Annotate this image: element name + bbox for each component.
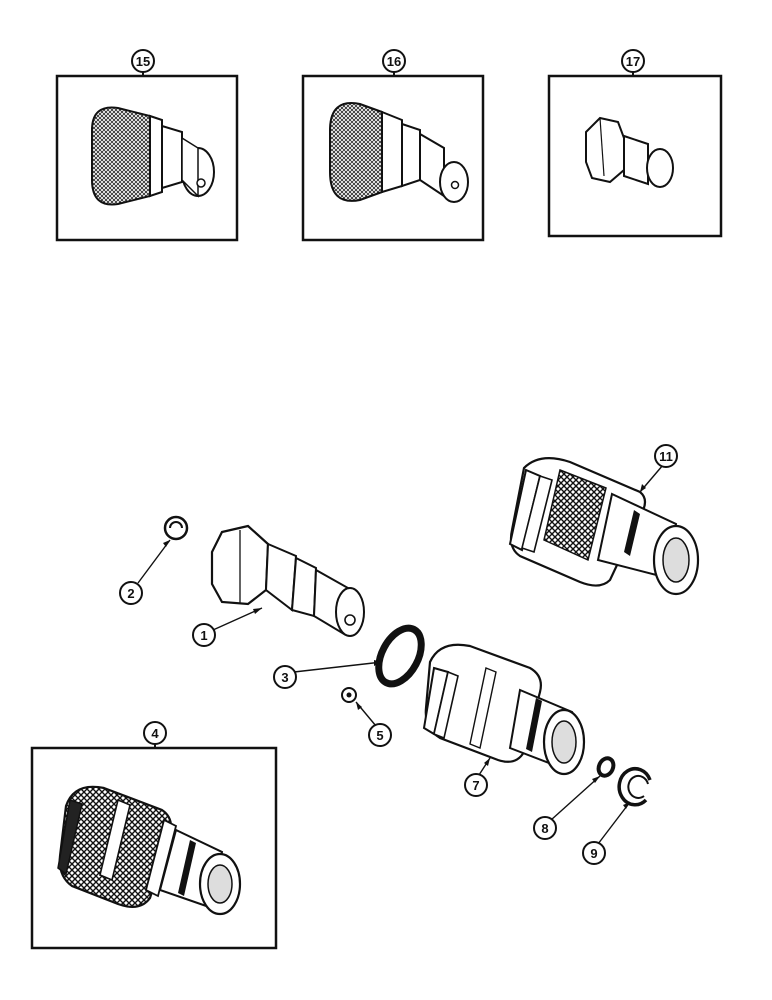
callout-5: 5 xyxy=(355,701,392,747)
callout-2-label: 2 xyxy=(127,586,134,601)
callout-11-label: 11 xyxy=(659,449,673,464)
callout-11: 11 xyxy=(639,444,678,493)
part-1-male-tip xyxy=(210,524,365,637)
callout-9: 9 xyxy=(582,801,631,865)
inset-4-coupler-illustration xyxy=(57,785,242,916)
part-7-o-ring xyxy=(375,624,425,688)
inset-16-label: 16 xyxy=(387,54,401,69)
callout-3-label: 7 xyxy=(472,778,479,793)
inset-4-label: 4 xyxy=(151,726,159,741)
part-5-small-ball xyxy=(341,687,357,703)
inset-15-label: 15 xyxy=(136,54,150,69)
callout-8: 8 xyxy=(533,775,601,840)
inset-15-coupler-illustration xyxy=(91,106,215,206)
callout-8-label: 8 xyxy=(541,821,548,836)
part-9-retaining-ring xyxy=(617,767,652,807)
callout-7-label: 3 xyxy=(281,670,288,685)
callout-2: 2 xyxy=(119,539,171,605)
callout-1: 1 xyxy=(192,607,263,647)
part-8-washer xyxy=(596,756,616,778)
inset-17: 17 xyxy=(547,49,723,238)
inset-17-label: 17 xyxy=(626,54,640,69)
part-11-female-coupler xyxy=(508,457,700,596)
part-2-ball xyxy=(163,515,189,541)
part-3-coupler-body xyxy=(422,643,586,776)
inset-15: 15 xyxy=(55,49,239,242)
inset-17-hex-tip-illustration xyxy=(585,116,674,188)
callout-5-label: 5 xyxy=(376,728,383,743)
inset-16-coupler-illustration xyxy=(329,102,469,203)
callout-3: 7 xyxy=(464,757,491,797)
inset-4: 4 xyxy=(30,721,278,950)
callout-1-label: 1 xyxy=(200,628,207,643)
callout-9-label: 9 xyxy=(590,846,597,861)
callout-7: 3 xyxy=(273,660,383,689)
inset-16: 16 xyxy=(301,49,485,242)
